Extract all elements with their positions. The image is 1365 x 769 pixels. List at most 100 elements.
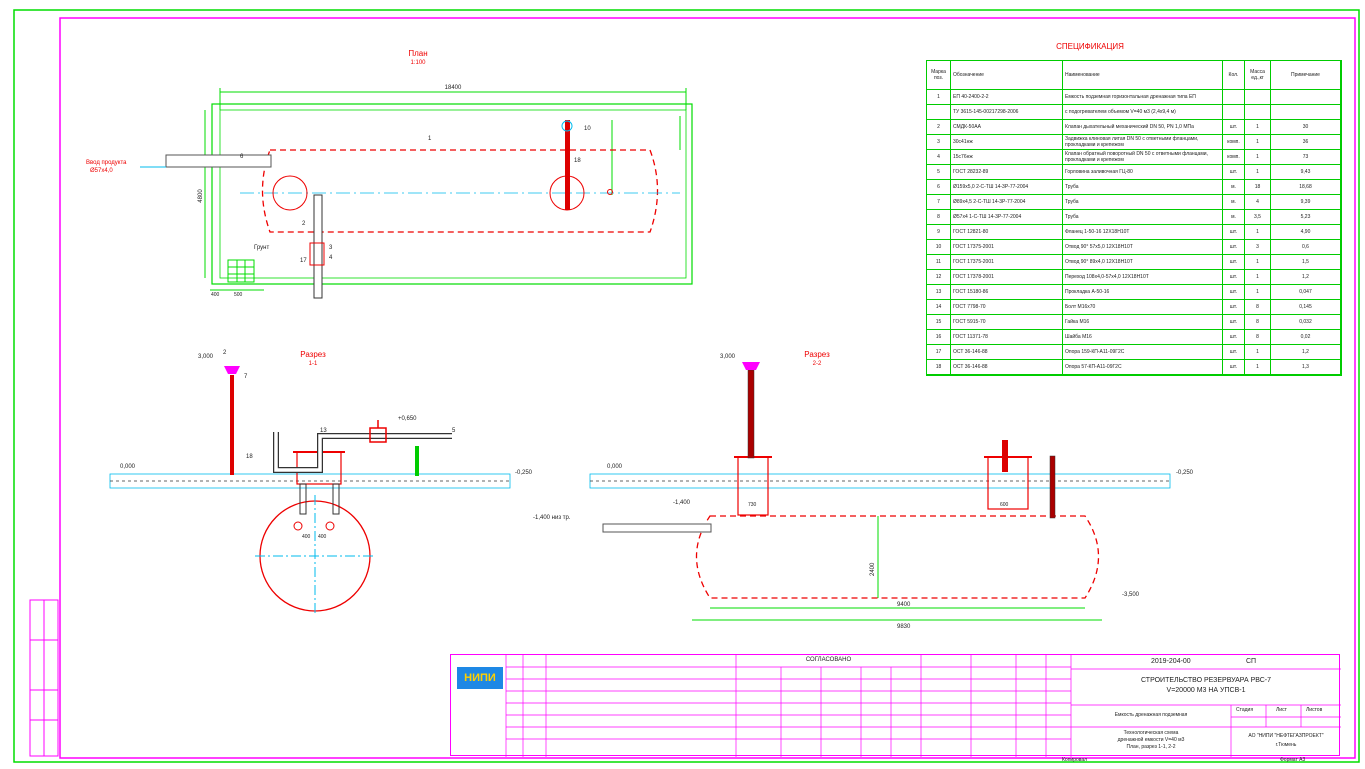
spec-cell: 4 bbox=[1245, 195, 1271, 209]
spec-cell: 9 bbox=[927, 225, 951, 239]
spec-cell: 8 bbox=[1245, 330, 1271, 344]
spec-cell: 11 bbox=[927, 255, 951, 269]
spec-cell bbox=[927, 105, 951, 119]
spec-cell: 3,5 bbox=[1245, 210, 1271, 224]
sec2-lvl-note: -1,400 низ тр. bbox=[533, 515, 571, 521]
sec1-tag-2: 2 bbox=[223, 350, 227, 356]
sheets-header: Листов bbox=[1306, 707, 1323, 713]
spec-header-cell: Кол. bbox=[1223, 61, 1245, 89]
sec2-lvl-bottom: -3,500 bbox=[1122, 592, 1140, 598]
vent-pipe-2 bbox=[747, 369, 755, 459]
drawing-mark: СП bbox=[1246, 658, 1257, 665]
company-line-1: АО "НИПИ "НЕФТЕГАЗПРОЕКТ" bbox=[1248, 733, 1324, 739]
spec-cell: м. bbox=[1223, 180, 1245, 194]
spec-cell: Ø57х4 1-С-ТШ 14-3Р-77-2004 bbox=[951, 210, 1063, 224]
company-line-2: г.Тюмень bbox=[1275, 742, 1297, 748]
spec-cell: ЕП 40-2400-2-2 bbox=[951, 90, 1063, 104]
spec-header-cell: Наименование bbox=[1063, 61, 1223, 89]
spec-cell: шт. bbox=[1223, 165, 1245, 179]
spec-cell: 1 bbox=[1245, 150, 1271, 164]
spec-cell: 18 bbox=[927, 360, 951, 374]
sec1-tag-7: 7 bbox=[244, 374, 248, 380]
spec-cell: 1 bbox=[1245, 285, 1271, 299]
sec2-title: Разрез bbox=[804, 350, 830, 359]
label-entry: Ввод продукта bbox=[86, 160, 127, 166]
spec-cell: 16 bbox=[927, 330, 951, 344]
spec-cell bbox=[1245, 90, 1271, 104]
spec-cell: Ø89х4,5 2-С-ТШ 14-3Р-77-2004 bbox=[951, 195, 1063, 209]
sec1-dim-b: 400 bbox=[318, 534, 327, 540]
spec-cell bbox=[1271, 90, 1341, 104]
spec-cell: Труба bbox=[1063, 210, 1223, 224]
breather-valve-1 bbox=[224, 366, 240, 374]
spec-cell: ОСТ 36-146-88 bbox=[951, 345, 1063, 359]
spec-cell: Опора 159-КП-А11-09Г2С bbox=[1063, 345, 1223, 359]
spec-cell: Шайба М16 bbox=[1063, 330, 1223, 344]
tag-6: 6 bbox=[240, 154, 244, 160]
spec-cell: 1,5 bbox=[1271, 255, 1341, 269]
spec-cell: 8 bbox=[1245, 315, 1271, 329]
spec-header-cell: Марка поз. bbox=[927, 61, 951, 89]
spec-cell: комп. bbox=[1223, 150, 1245, 164]
spec-cell: 9,39 bbox=[1271, 195, 1341, 209]
sec1-lvl-gl: 0,000 bbox=[120, 464, 136, 470]
sec1-lvl-mid: +0,650 bbox=[398, 416, 417, 422]
spec-cell: Клапан дыхательный механический DN 50, P… bbox=[1063, 120, 1223, 134]
sec1-lvl-right: -0,250 bbox=[515, 470, 533, 476]
spec-cell: ТУ 3615-145-00217298-2006 bbox=[951, 105, 1063, 119]
spec-cell: 1 bbox=[1245, 165, 1271, 179]
spec-cell: 1 bbox=[1245, 255, 1271, 269]
dim-width: 4800 bbox=[198, 189, 204, 203]
plan-view: План 1:100 18400 4800 Ввод продукта Ø57х… bbox=[86, 49, 693, 299]
spec-cell: 1 bbox=[1245, 120, 1271, 134]
spec-cell: 1 bbox=[1245, 270, 1271, 284]
margin-stamp bbox=[29, 599, 59, 757]
tag-1: 1 bbox=[428, 136, 432, 142]
breather-valve-2 bbox=[742, 362, 760, 370]
inlet-pipe-plan bbox=[165, 154, 272, 168]
spec-cell: Отвод 90° 57х5,0 12Х18Н10Т bbox=[1063, 240, 1223, 254]
spec-cell: Отвод 90° 89х4,0 12Х18Н10Т bbox=[1063, 255, 1223, 269]
spec-header-cell: Примечание bbox=[1271, 61, 1341, 89]
valve-plan bbox=[309, 242, 325, 266]
drawing-line-3: План, разрез 1-1, 2-2 bbox=[1126, 744, 1176, 750]
spec-cell: м. bbox=[1223, 210, 1245, 224]
sec2-dim-total: 9830 bbox=[897, 624, 911, 630]
spec-cell: 8 bbox=[1245, 300, 1271, 314]
title-block: НИПИ bbox=[450, 654, 1341, 757]
sec2-lvl-top: 3,000 bbox=[720, 354, 736, 360]
spec-cell: 13 bbox=[927, 285, 951, 299]
format-note: Формат А3 bbox=[1280, 757, 1306, 763]
sec2-dim-top2: 600 bbox=[1000, 502, 1009, 508]
spec-cell: 0,047 bbox=[1271, 285, 1341, 299]
project-line-1: СТРОИТЕЛЬСТВО РЕЗЕРВУАРА РВС-7 bbox=[1140, 677, 1272, 684]
spec-cell bbox=[1245, 105, 1271, 119]
vent-pipe-plan bbox=[565, 120, 570, 210]
sec1-tag-18: 18 bbox=[246, 454, 253, 460]
sheet-title: Емкость дренажная подземная bbox=[1114, 712, 1188, 718]
sec1-title: Разрез bbox=[300, 350, 326, 359]
spec-cell: ГОСТ 28232-89 bbox=[951, 165, 1063, 179]
spec-cell: шт. bbox=[1223, 270, 1245, 284]
sec2-sub: 2-2 bbox=[813, 361, 822, 367]
spec-cell: 5,23 bbox=[1271, 210, 1341, 224]
tag-3: 3 bbox=[329, 245, 333, 251]
spec-cell: СМДК-50АА bbox=[951, 120, 1063, 134]
spec-cell: м. bbox=[1223, 195, 1245, 209]
spec-cell: Прокладка А-50-16 bbox=[1063, 285, 1223, 299]
plan-title: План bbox=[408, 49, 427, 58]
spec-title: СПЕЦИФИКАЦИЯ bbox=[1056, 42, 1124, 51]
spec-cell: 1 bbox=[1245, 135, 1271, 149]
spec-cell: шт. bbox=[1223, 285, 1245, 299]
spec-cell: 15 bbox=[927, 315, 951, 329]
